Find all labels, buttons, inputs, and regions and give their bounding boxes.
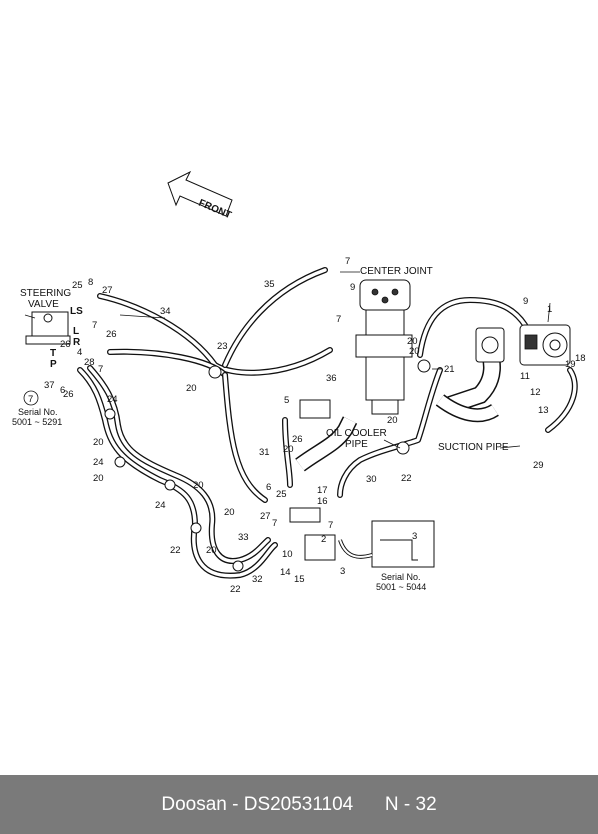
callout-19: 19 bbox=[565, 359, 576, 370]
circled-ref-label: 7 bbox=[28, 394, 33, 405]
callout-7d: 7 bbox=[98, 364, 103, 375]
center-joint-label: CENTER JOINT bbox=[360, 266, 433, 277]
clamps bbox=[104, 359, 431, 572]
callout-30: 30 bbox=[366, 474, 377, 485]
callout-37: 37 bbox=[44, 380, 55, 391]
callout-1: 1 bbox=[547, 304, 552, 315]
callout-9b: 9 bbox=[523, 296, 528, 307]
front-arrow-icon: FRONT bbox=[167, 170, 233, 221]
callout-7c: 7 bbox=[92, 320, 97, 331]
callout-23: 23 bbox=[217, 341, 228, 352]
callout-20h: 20 bbox=[387, 415, 398, 426]
port-p-label: P bbox=[50, 359, 57, 370]
callout-26b: 26 bbox=[60, 339, 71, 350]
serial-left-title: Serial No. bbox=[18, 407, 58, 417]
callout-26c: 26 bbox=[63, 389, 74, 400]
callout-32: 32 bbox=[252, 574, 263, 585]
callout-26d: 26 bbox=[292, 434, 303, 445]
port-l-label: L bbox=[73, 326, 79, 337]
callout-24a: 24 bbox=[107, 394, 118, 405]
callout-31: 31 bbox=[259, 447, 270, 458]
oil-cooler-pipe bbox=[295, 399, 358, 472]
callout-24c: 24 bbox=[155, 500, 166, 511]
port-r-label: R bbox=[73, 337, 81, 348]
oil-cooler-label-1: OIL COOLER bbox=[326, 428, 387, 439]
callout-20c: 20 bbox=[93, 473, 104, 484]
callout-11: 11 bbox=[520, 371, 530, 382]
callout-6: 6 bbox=[266, 482, 271, 493]
callout-35: 35 bbox=[264, 279, 275, 290]
callout-25a: 25 bbox=[72, 280, 83, 291]
callout-26a: 26 bbox=[106, 329, 117, 340]
callout-15: 15 bbox=[294, 574, 305, 585]
callout-20i: 20 bbox=[409, 346, 420, 357]
circled-ref-icon bbox=[23, 390, 39, 406]
suction-pipe-label: SUCTION PIPE bbox=[438, 442, 509, 453]
center-joint bbox=[355, 279, 413, 415]
callout-9a: 9 bbox=[350, 282, 355, 293]
callout-13: 13 bbox=[538, 405, 549, 416]
callout-3: 3 bbox=[412, 531, 417, 542]
callout-8: 8 bbox=[88, 277, 93, 288]
callout-20d: 20 bbox=[193, 480, 204, 491]
hoses bbox=[77, 267, 578, 579]
steering-valve-label-1: STEERING bbox=[20, 288, 71, 299]
footer-text: Doosan - DS20531104 N - 32 bbox=[161, 793, 437, 815]
callout-4: 4 bbox=[77, 347, 82, 358]
callout-7f: 7 bbox=[328, 520, 333, 531]
port-t-label: T bbox=[50, 348, 56, 359]
callout-27b: 27 bbox=[260, 511, 271, 522]
callout-2: 2 bbox=[321, 534, 326, 545]
callout-20a: 20 bbox=[186, 383, 197, 394]
callout-20f: 20 bbox=[206, 545, 217, 556]
steering-valve-label-2: VALVE bbox=[28, 299, 59, 310]
callout-17: 17 bbox=[317, 485, 328, 496]
callout-10: 10 bbox=[282, 549, 293, 560]
callout-7e: 7 bbox=[272, 518, 277, 529]
callout-20b: 20 bbox=[93, 437, 104, 448]
serial-left-range: 5001 ~ 5291 bbox=[12, 417, 62, 427]
port-ls-label: LS bbox=[70, 306, 83, 317]
callout-22c: 22 bbox=[401, 473, 412, 484]
callout-20e: 20 bbox=[224, 507, 235, 518]
hydraulic-diagram: FRONT bbox=[12, 170, 586, 595]
callout-18: 18 bbox=[575, 353, 586, 364]
callout-29: 29 bbox=[533, 460, 544, 471]
callout-25b: 25 bbox=[276, 489, 287, 500]
callout-34: 34 bbox=[160, 306, 171, 317]
serial-right-title: Serial No. bbox=[381, 572, 421, 582]
callout-22b: 22 bbox=[230, 584, 241, 595]
callout-5: 5 bbox=[284, 395, 289, 406]
callout-21: 21 bbox=[444, 364, 455, 375]
callout-14: 14 bbox=[280, 567, 291, 578]
steering-valve bbox=[25, 311, 71, 345]
callout-6b: 6 bbox=[60, 385, 65, 396]
leader-lines bbox=[24, 271, 551, 449]
callout-33: 33 bbox=[238, 532, 249, 543]
callout-20g: 20 bbox=[407, 336, 418, 347]
callout-22a: 22 bbox=[170, 545, 181, 556]
callout-7a: 7 bbox=[345, 256, 350, 267]
callout-27a: 27 bbox=[102, 285, 113, 296]
oil-cooler-label-2: PIPE bbox=[345, 439, 368, 450]
serial-right-range: 5001 ~ 5044 bbox=[376, 582, 426, 592]
callout-7b: 7 bbox=[336, 314, 341, 325]
brackets bbox=[289, 507, 435, 568]
callout-20j: 20 bbox=[283, 444, 294, 455]
callout-12: 12 bbox=[530, 387, 541, 398]
suction-pipe bbox=[435, 327, 505, 423]
callout-36: 36 bbox=[326, 373, 337, 384]
callout-28: 28 bbox=[84, 357, 95, 368]
callout-16: 16 bbox=[317, 496, 328, 507]
footer-bar: Doosan - DS20531104 N - 32 bbox=[0, 775, 598, 834]
callout-3b: 3 bbox=[340, 566, 345, 577]
pump bbox=[519, 324, 571, 366]
callout-24b: 24 bbox=[93, 457, 104, 468]
